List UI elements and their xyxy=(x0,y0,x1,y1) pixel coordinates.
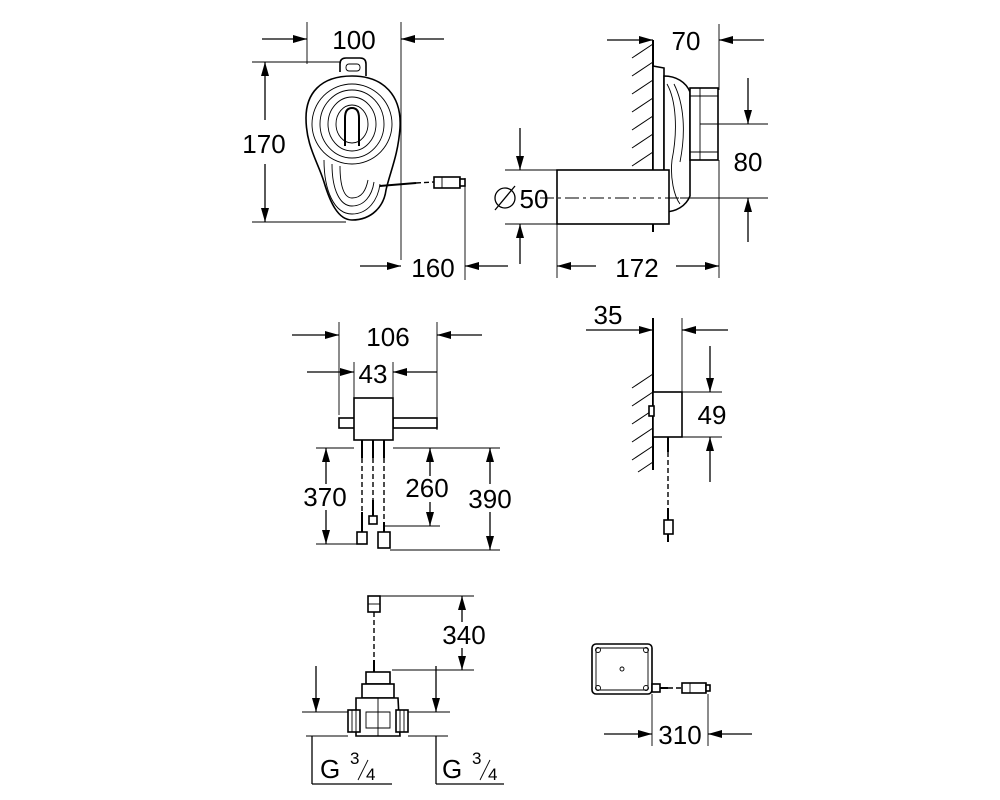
dim-160-label: 160 xyxy=(411,253,454,283)
thread-left-den: 4 xyxy=(366,765,375,784)
dim-106-label: 106 xyxy=(366,322,409,352)
dim-70-label: 70 xyxy=(672,26,701,56)
dim-43-label: 43 xyxy=(359,359,388,389)
siphon-front-view: 100 170 160 xyxy=(242,22,508,283)
dim-35-label: 35 xyxy=(594,300,623,330)
dim-80-label: 80 xyxy=(734,147,763,177)
valve-body-view: 340 G 3 4 G 3 4 xyxy=(302,595,504,785)
dim-310-label: 310 xyxy=(658,720,701,750)
thread-left-label: G xyxy=(320,754,340,784)
thread-right-label: G xyxy=(442,754,462,784)
dim-260-label: 260 xyxy=(405,473,448,503)
dim-49-label: 49 xyxy=(698,400,727,430)
thread-right-num: 3 xyxy=(472,749,481,768)
thread-right-den: 4 xyxy=(488,765,497,784)
valve-block-side-view: 35 49 xyxy=(586,300,728,542)
dim-390-label: 390 xyxy=(468,484,511,514)
dim-50-label: 50 xyxy=(520,184,549,214)
dim-172-label: 172 xyxy=(615,253,658,283)
dim-170-label: 170 xyxy=(242,129,285,159)
valve-block-front-view: 106 43 370 xyxy=(292,322,512,551)
siphon-side-view: 70 80 50 xyxy=(494,24,768,283)
dim-340-label: 340 xyxy=(442,620,485,650)
diameter-symbol-icon xyxy=(494,185,516,211)
dim-370-label: 370 xyxy=(303,482,346,512)
dim-100-label: 100 xyxy=(332,25,375,55)
thread-left-num: 3 xyxy=(350,749,359,768)
junction-box-view: 310 xyxy=(591,643,752,750)
